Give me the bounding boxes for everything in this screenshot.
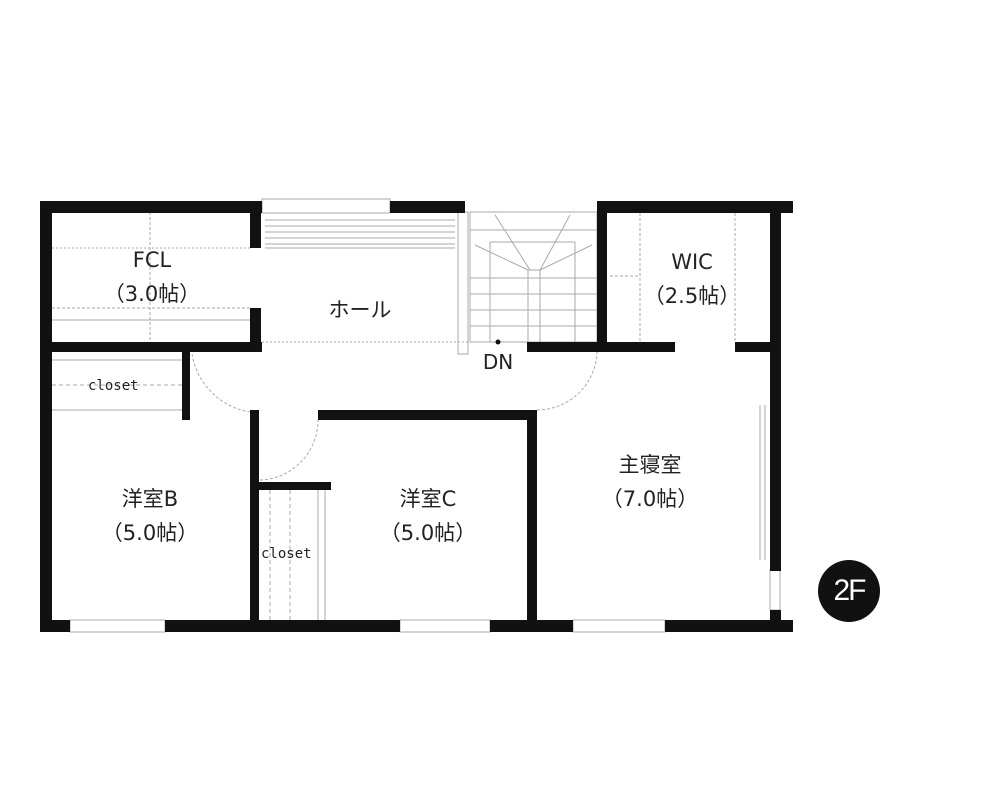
window [572, 619, 666, 633]
room-fcl: FCL （3.0帖） [104, 243, 200, 311]
room-master-bedroom: 主寝室 （7.0帖） [602, 448, 698, 516]
window [399, 619, 491, 633]
room-size: （5.0帖） [379, 521, 477, 545]
room-size: （5.0帖） [101, 521, 199, 545]
window [261, 198, 391, 214]
room-size: （2.5帖） [643, 284, 741, 308]
window [69, 619, 166, 633]
stair-down-label: DN [482, 350, 514, 374]
closet-label-b: closet [88, 378, 139, 394]
room-size: （3.0帖） [103, 282, 201, 306]
walls [40, 201, 793, 632]
room-size: （7.0帖） [601, 487, 699, 511]
room-hall: ホール [329, 293, 392, 327]
room-name: 洋室C [399, 487, 457, 511]
thin-lines [52, 198, 781, 633]
room-name: FCL [132, 248, 172, 272]
room-wic: WIC （2.5帖） [644, 245, 740, 313]
stair-start-dot [495, 339, 501, 345]
floor-badge: 2F [818, 560, 880, 622]
room-name: WIC [671, 250, 713, 274]
staircase [469, 211, 598, 343]
room-western-c: 洋室C （5.0帖） [380, 482, 476, 550]
room-name: ホール [328, 298, 392, 322]
room-name: 洋室B [121, 487, 179, 511]
room-name: 主寝室 [618, 453, 682, 477]
closet-label-c: closet [261, 546, 312, 562]
room-western-b: 洋室B （5.0帖） [102, 482, 198, 550]
